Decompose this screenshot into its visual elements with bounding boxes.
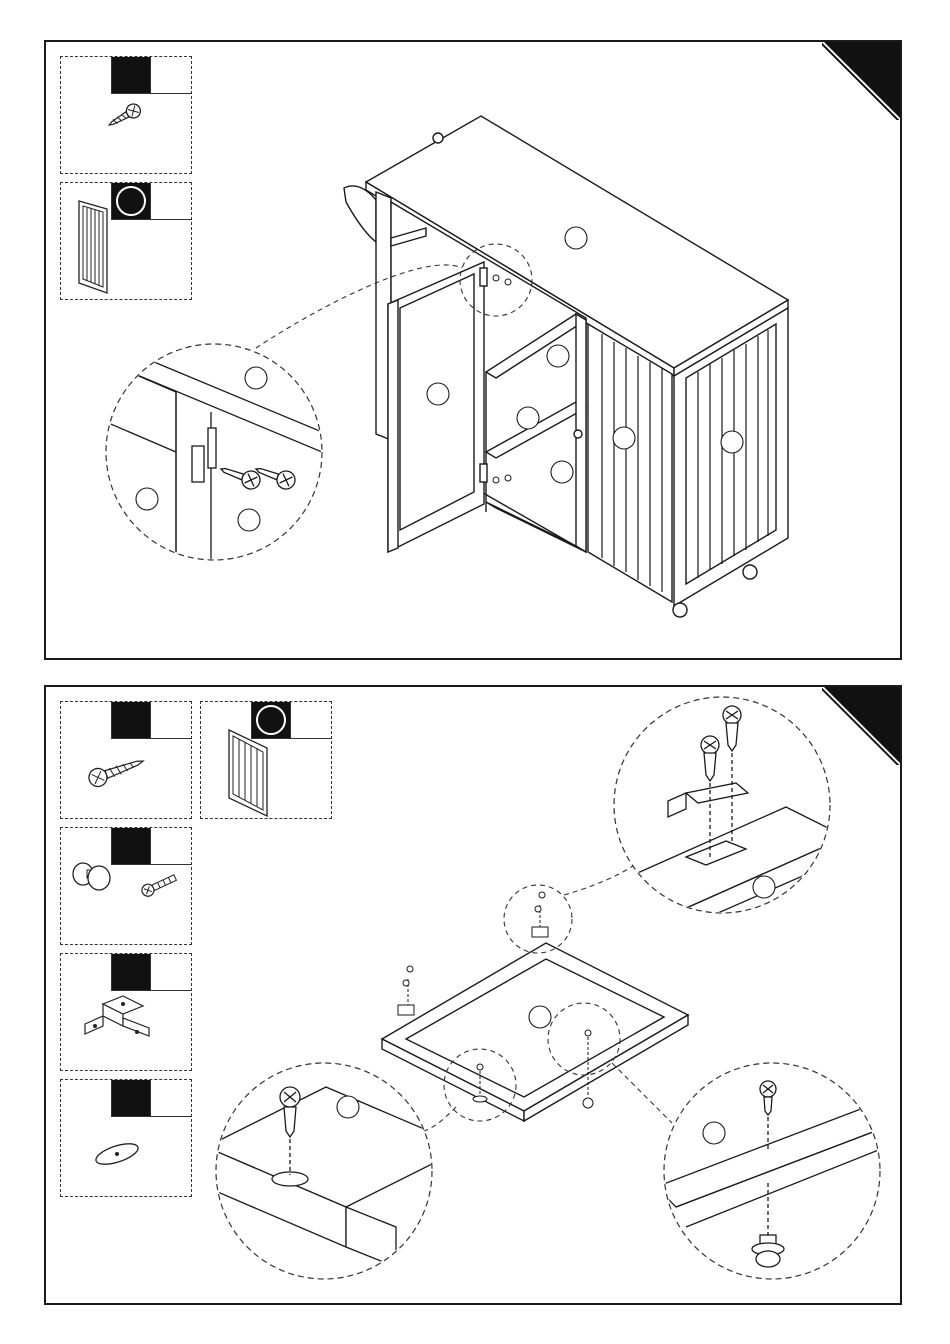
right-door: [588, 324, 672, 602]
wheel-mount-detail: [656, 1063, 886, 1279]
plate-screw-detail: [206, 1063, 466, 1279]
base-frame: [382, 943, 688, 1121]
left-open-door: [388, 262, 484, 552]
step-panel-2: [44, 685, 902, 1305]
step-1-illustration: [46, 42, 902, 660]
bracket-screw-detail: [606, 697, 846, 927]
step-panel-1: [44, 40, 902, 660]
hinge-screw-detail: [106, 342, 346, 562]
step-2-illustration: [46, 687, 902, 1305]
towel-bar-bracket: [344, 186, 376, 242]
